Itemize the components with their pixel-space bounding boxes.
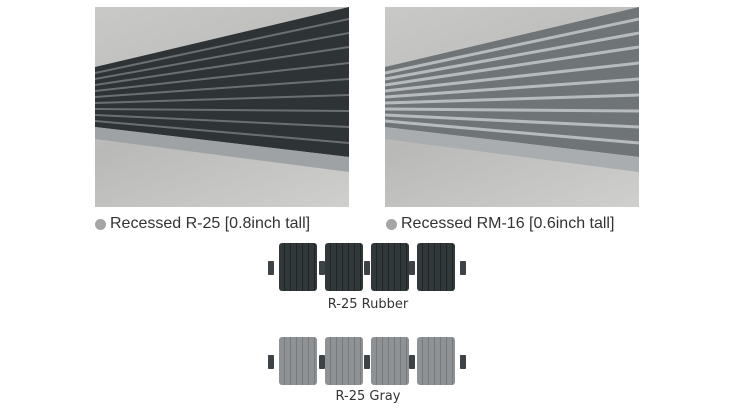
- swatch-rubber: [266, 243, 470, 291]
- caption-text: Recessed RM-16 [0.6inch tall]: [401, 215, 615, 232]
- caption-text: Recessed R-25 [0.8inch tall]: [110, 215, 311, 232]
- product-photo-rm16: [385, 7, 639, 207]
- product-photo-r25: [95, 7, 349, 207]
- product-caption: Recessed R-25 [0.8inch tall]: [95, 215, 310, 233]
- bullet-icon: [386, 218, 397, 230]
- product-caption: Recessed RM-16 [0.6inch tall]: [386, 215, 614, 233]
- swatch-gray: [266, 337, 470, 385]
- mat-illustration: [95, 7, 349, 172]
- bullet-icon: [95, 218, 106, 230]
- swatch-caption: R-25 Gray: [335, 389, 401, 404]
- mat-illustration: [385, 7, 639, 172]
- swatch-caption: R-25 Rubber: [327, 297, 409, 312]
